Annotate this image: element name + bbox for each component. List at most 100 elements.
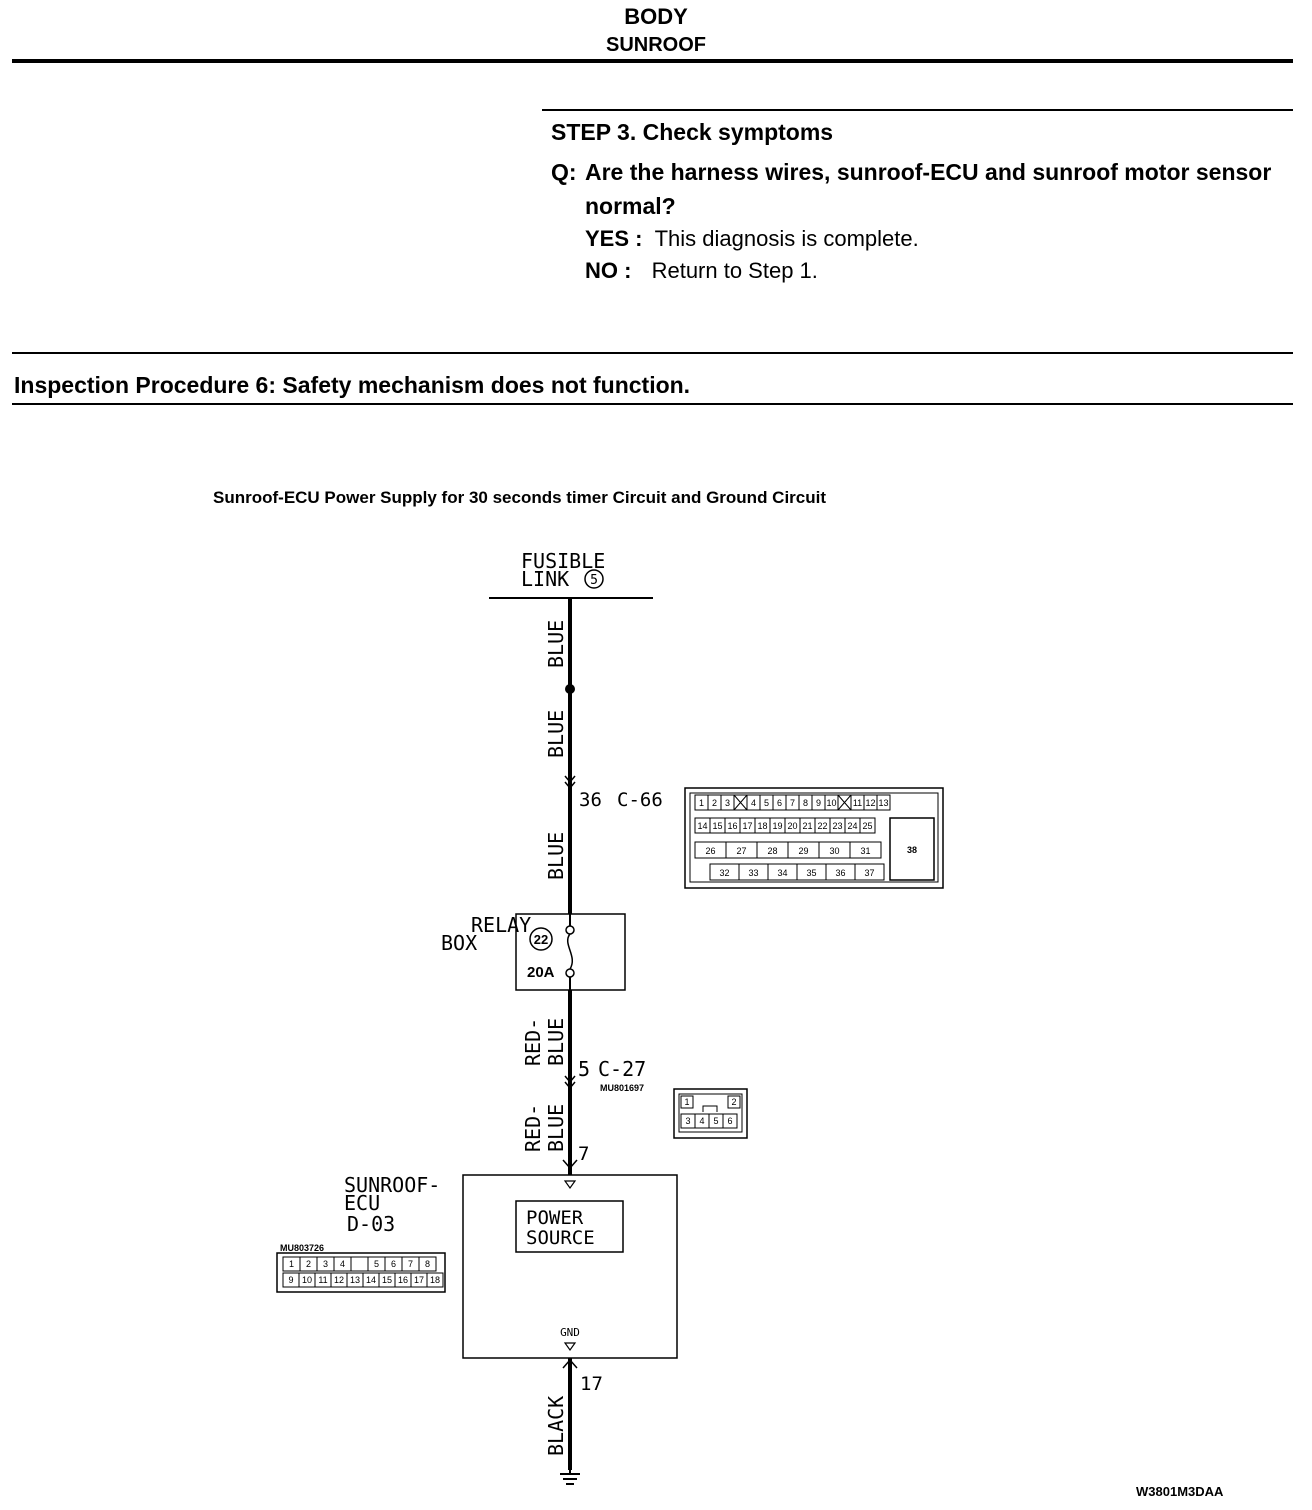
c27-pin-2: 2 xyxy=(731,1097,736,1107)
c66-pin-27: 27 xyxy=(736,846,746,856)
c66-pin-29: 29 xyxy=(798,846,808,856)
power-label-2: SOURCE xyxy=(526,1227,595,1249)
c66-pin-7: 7 xyxy=(790,798,795,808)
ecu-conn-pin-16: 16 xyxy=(398,1275,408,1285)
ecu-conn-pin-2: 2 xyxy=(306,1259,311,1269)
ecu-conn-pin-3: 3 xyxy=(323,1259,328,1269)
no-text: Return to Step 1. xyxy=(651,258,818,283)
c66-pin-15: 15 xyxy=(712,821,722,831)
c66-pin-26: 26 xyxy=(705,846,715,856)
connector-c27-marker: 5 C-27 MU801697 xyxy=(564,1057,646,1093)
ecu-conn-cell xyxy=(350,1256,369,1272)
inspection-top-rule xyxy=(12,352,1293,354)
c66-pin-16: 16 xyxy=(727,821,737,831)
ecu-conn-pin-7: 7 xyxy=(408,1259,413,1269)
c27-pin-5: 5 xyxy=(713,1116,718,1126)
ecu-line2: ECU xyxy=(344,1191,380,1215)
c66-pin-34: 34 xyxy=(777,868,787,878)
power-label-1: POWER xyxy=(526,1207,584,1229)
ecu-conn-cell xyxy=(418,1256,437,1272)
c66-pin-21: 21 xyxy=(802,821,812,831)
ecu-conn-pin-4: 4 xyxy=(340,1259,345,1269)
c66-pin-22: 22 xyxy=(817,821,827,831)
fusible-link: FUSIBLE LINK 5 xyxy=(489,549,653,599)
wire-label-black: BLACK xyxy=(544,1396,568,1456)
diagram-title: Sunroof-ECU Power Supply for 30 seconds … xyxy=(213,488,827,507)
fuse-rating: 20A xyxy=(527,964,555,981)
c66-pin-36: 36 xyxy=(835,868,845,878)
c66-cell xyxy=(859,817,876,834)
fusible-link-number: 5 xyxy=(590,573,598,588)
subsection-title: SUNROOF xyxy=(606,34,706,56)
c66-pin-38: 38 xyxy=(907,845,917,855)
relay-box-line1: RELAY xyxy=(471,913,531,937)
header-rule xyxy=(12,59,1293,63)
c66-pin-18: 18 xyxy=(757,821,767,831)
yes-row: YES : This diagnosis is complete. xyxy=(585,226,919,252)
c66-code: C-66 xyxy=(617,789,663,811)
fuse-element xyxy=(567,933,573,970)
c27-pin-1: 1 xyxy=(684,1097,689,1107)
figure-code: W3801M3DAA xyxy=(1136,1484,1224,1499)
c66-pin-12: 12 xyxy=(865,798,875,808)
fusible-link-line1: FUSIBLE xyxy=(521,549,605,573)
wire-junction-dot xyxy=(565,684,575,694)
yes-text: This diagnosis is complete. xyxy=(654,226,919,251)
wire-label-red-blue-1a: RED- xyxy=(521,1018,545,1066)
wire-label-red-blue-2b: BLUE xyxy=(544,1104,568,1152)
power-source-box xyxy=(515,1200,624,1253)
wire-label-blue-3: BLUE xyxy=(544,832,568,880)
fuse-number: 22 xyxy=(534,932,548,947)
c66-cell xyxy=(876,794,891,811)
relay-box-line2: BOX xyxy=(441,931,477,955)
fuse-number-circle xyxy=(529,927,553,951)
c66-pin-6: 6 xyxy=(777,798,782,808)
c27-pin-6: 6 xyxy=(727,1116,732,1126)
c66-pin-10: 10 xyxy=(826,798,836,808)
wire-label-red-blue-1b: BLUE xyxy=(544,1018,568,1066)
ecu-conn-pin-11: 11 xyxy=(318,1275,327,1285)
ecu-conn-pin-12: 12 xyxy=(334,1275,344,1285)
c66-pin-32: 32 xyxy=(719,868,729,878)
c27-code: C-27 xyxy=(598,1057,646,1081)
ecu-line1: SUNROOF- xyxy=(344,1173,440,1197)
ecu-part: MU803726 xyxy=(280,1243,324,1253)
fuse-terminal-bottom xyxy=(565,968,575,978)
ecu-conn-pin-17: 17 xyxy=(414,1275,424,1285)
c27-part: MU801697 xyxy=(600,1083,644,1093)
ecu-conn-pin-6: 6 xyxy=(391,1259,396,1269)
c66-pin-3: 3 xyxy=(725,798,730,808)
c66-pin-11: 11 xyxy=(853,798,862,808)
c27-cell xyxy=(722,1113,738,1129)
c66-cell xyxy=(849,841,882,859)
question-text: Are the harness wires, sunroof-ECU and s… xyxy=(585,159,1272,219)
c66-pin-37: 37 xyxy=(864,868,874,878)
c27-pin-3: 3 xyxy=(685,1116,690,1126)
c66-pin-17: 17 xyxy=(742,821,752,831)
ecu-conn-pin-1: 1 xyxy=(289,1259,294,1269)
c66-cell xyxy=(854,863,885,881)
ecu-code: D-03 xyxy=(347,1212,395,1236)
c27-pin: 5 xyxy=(578,1057,590,1081)
ecu-conn-pin-15: 15 xyxy=(382,1275,392,1285)
c66-blank-pin xyxy=(733,794,748,811)
c66-pin-31: 31 xyxy=(860,846,870,856)
fusible-link-line2: LINK xyxy=(521,567,569,591)
ecu-conn-pin-10: 10 xyxy=(302,1275,312,1285)
section-title: BODY xyxy=(624,4,688,29)
gnd-label: GND xyxy=(560,1326,580,1339)
inspection-title: Inspection Procedure 6: Safety mechanism… xyxy=(14,372,691,398)
no-label: NO : xyxy=(585,258,632,283)
c66-pin-19: 19 xyxy=(772,821,782,831)
wire-label-blue-1: BLUE xyxy=(544,620,568,668)
c66-pin-1: 1 xyxy=(699,798,704,808)
relay-box: RELAY BOX 22 20A xyxy=(441,913,626,991)
yes-label: YES : xyxy=(585,226,643,251)
c27-pin-4: 4 xyxy=(699,1116,704,1126)
c66-pin-25: 25 xyxy=(862,821,872,831)
fuse-terminal-top xyxy=(565,925,575,935)
inspection-bottom-rule xyxy=(12,403,1293,405)
c66-pin-2: 2 xyxy=(712,798,717,808)
